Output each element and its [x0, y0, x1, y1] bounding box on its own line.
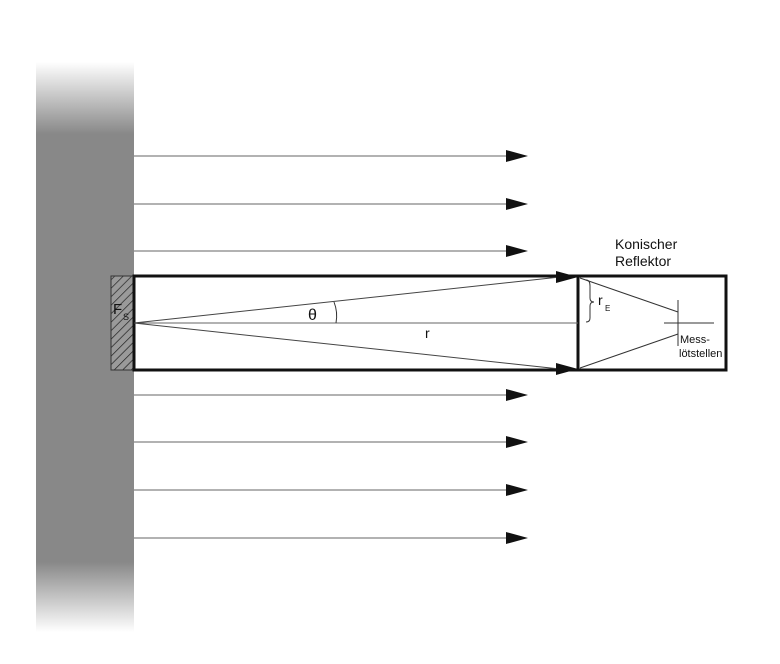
- sensor-label-line1: Mess-: [680, 334, 710, 346]
- ray-lower: [133, 322, 561, 370]
- arrow-5: [134, 436, 528, 448]
- sensor-label-line2: lötstellen: [679, 348, 722, 360]
- reflector-label-line1: Konischer: [615, 236, 678, 252]
- ray-upper-head: [556, 271, 578, 283]
- arrow-7: [134, 532, 528, 544]
- arrow-6: [134, 484, 528, 496]
- ray-upper: [133, 276, 561, 324]
- ray-lower-head: [556, 363, 578, 375]
- cone-rays: [133, 271, 578, 375]
- arrow-2: [134, 198, 528, 210]
- arrow-1: [134, 150, 528, 162]
- wall-fade-bottom: [36, 562, 134, 632]
- reflector-label-line2: Reflektor: [615, 253, 671, 269]
- source-subscript: S: [123, 312, 129, 322]
- angle-arc: [333, 301, 338, 324]
- arrow-4: [134, 389, 528, 401]
- source-label: F: [113, 301, 122, 318]
- source-surface: [110, 275, 136, 371]
- radius-brace: [585, 279, 595, 323]
- cone-reflector: [579, 277, 714, 369]
- radius-subscript: E: [605, 304, 610, 313]
- distance-label: r: [425, 325, 430, 341]
- angle-label: θ: [308, 307, 317, 324]
- radiation-arrows: [134, 150, 528, 544]
- arrow-3: [134, 245, 528, 257]
- radius-label: r: [598, 292, 603, 308]
- wall-fade-top: [36, 62, 134, 134]
